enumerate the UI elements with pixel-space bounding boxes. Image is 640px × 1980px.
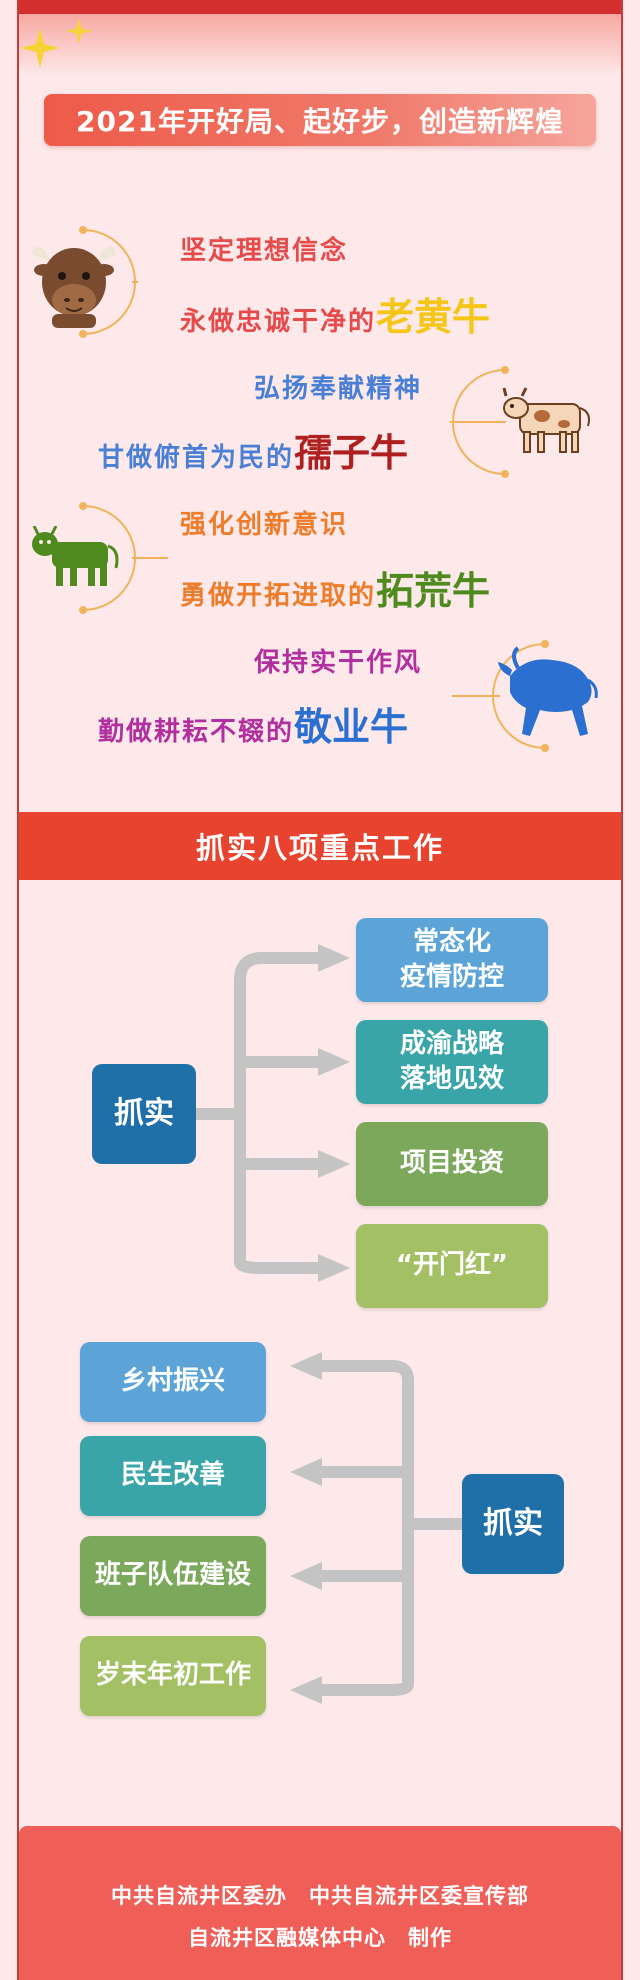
sparkle-star-icon-small: [66, 18, 92, 44]
bull-1-highlight: 老黄牛: [376, 295, 491, 339]
item-project-investment: 项目投资: [356, 1122, 548, 1206]
item-epidemic-control-line-b: 疫情防控: [399, 962, 504, 992]
item-livelihood: 民生改善: [80, 1436, 266, 1516]
bull-3-line2: 勇做开拓进取的拓荒牛: [180, 560, 490, 615]
item-good-start: “开门红”: [356, 1224, 548, 1308]
footer-line-1: 中共自流井区委办中共自流井区委宣传部: [19, 1880, 621, 1910]
bull-3-prefix: 勇做开拓进取的: [180, 581, 377, 611]
top-bar: [17, 0, 623, 14]
item-chengyu-strategy-line-a: 成渝战略: [399, 1028, 504, 1059]
bull-4-line2: 勤做耕耘不辍的敬业牛: [98, 696, 408, 751]
bull-4-highlight: 敬业牛: [294, 705, 409, 749]
footer: 中共自流井区委办中共自流井区委宣传部 自流井区融媒体中心制作: [19, 1826, 621, 1980]
item-epidemic-control-line-a: 常态化: [412, 926, 491, 957]
blue-bull-icon: [498, 646, 598, 736]
bull-1-line2: 永做忠诚干净的老黄牛: [180, 286, 490, 341]
bull-2-connector: [450, 421, 506, 423]
brown-bull-face-icon: [32, 246, 116, 328]
footer-org-1: 中共自流井区委办: [111, 1884, 287, 1908]
bull-2-highlight: 孺子牛: [294, 431, 409, 475]
bull-3-highlight: 拓荒牛: [376, 569, 491, 613]
footer-org-2: 中共自流井区委宣传部: [309, 1884, 529, 1908]
item-year-end-work: 岁末年初工作: [80, 1636, 266, 1716]
bull-4-prefix: 勤做耕耘不辍的: [98, 717, 295, 747]
bull-1-prefix: 永做忠诚干净的: [180, 307, 377, 337]
center-box-1: 抓实: [92, 1064, 196, 1164]
bull-4-line1: 保持实干作风: [254, 648, 423, 678]
cow-icon: [502, 387, 590, 453]
footer-org-3: 自流井区融媒体中心: [188, 1926, 386, 1950]
bull-3-line1: 强化创新意识: [180, 510, 349, 540]
right-border: [621, 0, 623, 1980]
header-glow: [19, 14, 621, 76]
bull-2-prefix: 甘做俯首为民的: [98, 443, 295, 473]
bull-1-line1: 坚定理想信念: [180, 236, 349, 266]
bull-1-arc-icon: [79, 226, 138, 338]
item-team-building: 班子队伍建设: [80, 1536, 266, 1616]
footer-credit: 制作: [408, 1926, 452, 1950]
center-box-2: 抓实: [462, 1474, 564, 1574]
header-title: 2021年开好局、起好步，创造新辉煌: [44, 94, 596, 146]
bull-2-line1: 弘扬奉献精神: [254, 374, 423, 404]
left-border: [17, 0, 19, 1980]
bull-2-line2: 甘做俯首为民的孺子牛: [98, 422, 408, 477]
bull-4-connector: [452, 695, 500, 697]
section-title: 抓实八项重点工作: [19, 812, 621, 880]
item-chengyu-strategy-line-b: 落地见效: [399, 1064, 504, 1094]
footer-line-2: 自流井区融媒体中心制作: [19, 1922, 621, 1952]
bull-3-arc-icon: [79, 502, 168, 614]
sparkle-star-icon: [20, 28, 60, 68]
item-epidemic-control: 常态化疫情防控: [356, 918, 548, 1002]
item-rural-revitalization: 乡村振兴: [80, 1342, 266, 1422]
green-ox-icon: [32, 526, 119, 586]
item-chengyu-strategy: 成渝战略落地见效: [356, 1020, 548, 1104]
